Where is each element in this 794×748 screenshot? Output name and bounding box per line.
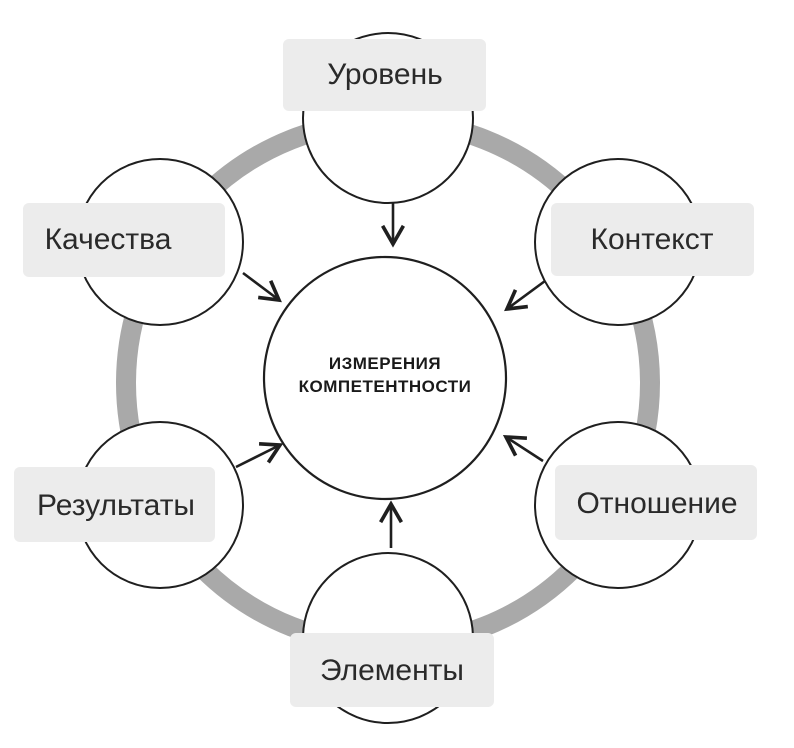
node-label-lower-right: Отношение bbox=[576, 487, 737, 520]
node-label-top: Уровень bbox=[327, 58, 443, 91]
node-label-bottom: Элементы bbox=[320, 654, 464, 687]
label-box-upper-right bbox=[551, 203, 754, 276]
label-box-top bbox=[283, 39, 486, 111]
center-circle bbox=[262, 255, 508, 501]
node-label-lower-left: Результаты bbox=[37, 489, 195, 522]
arrow-from-lower-right bbox=[502, 435, 544, 463]
label-box-bottom bbox=[290, 633, 494, 707]
arrow-from-upper-left bbox=[242, 271, 282, 303]
node-label-upper-left: Качества bbox=[45, 223, 172, 256]
center-title-line2: КОМПЕТЕНТНОСТИ bbox=[299, 377, 472, 396]
center-title-line1: ИЗМЕРЕНИЯ bbox=[329, 354, 441, 373]
node-label-upper-right: Контекст bbox=[590, 223, 713, 256]
label-box-upper-left bbox=[23, 203, 225, 277]
label-box-lower-right bbox=[555, 465, 757, 540]
arrow-from-upper-right bbox=[504, 279, 546, 312]
label-box-lower-left bbox=[14, 467, 215, 542]
arrow-from-lower-left bbox=[235, 442, 284, 469]
arrows bbox=[235, 200, 546, 548]
